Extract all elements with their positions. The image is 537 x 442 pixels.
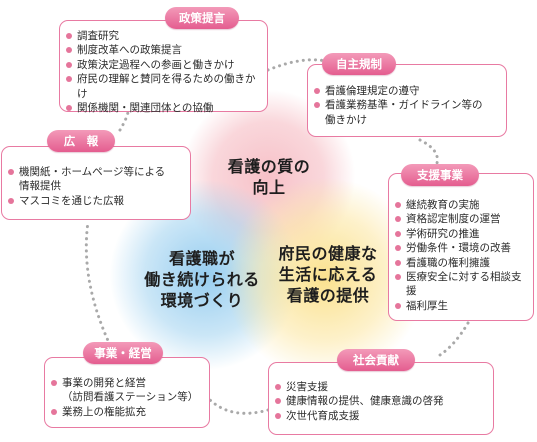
support-box: 継続教育の実施 資格認定制度の運営 学術研究の推進 労働条件・環境の改善 看護職… — [388, 173, 534, 321]
support-item: 継続教育の実施 — [395, 198, 527, 212]
support-item: 資格認定制度の運営 — [395, 212, 527, 226]
business-item: 事業の開発と経営 （訪問看護ステーション等） — [51, 376, 203, 405]
pr-item: マスコミを通じた広報 — [8, 194, 184, 208]
selfreg-box: 看護倫理規定の遵守 看護業務基準・ガイドライン等の 働きかけ — [307, 64, 507, 137]
support-item: 学術研究の推進 — [395, 227, 527, 241]
policy-item: 制度改革への政策提言 — [66, 43, 261, 57]
pr-box: 機関紙・ホームページ等による 情報提供 マスコミを通じた広報 — [1, 146, 191, 220]
social-item: 健康情報の提供、健康意識の啓発 — [275, 394, 487, 408]
center-label-health: 府民の健康な 生活に応える 看護の提供 — [278, 244, 378, 305]
selfreg-item: 看護倫理規定の遵守 — [314, 84, 500, 98]
support-title-badge: 支援事業 — [401, 164, 479, 186]
selfreg-title-badge: 自主規制 — [322, 53, 396, 75]
policy-title-badge: 政策提言 — [165, 7, 239, 29]
support-item: 医療安全に対する相談支援 — [395, 270, 527, 299]
support-item: 看護職の権利擁護 — [395, 256, 527, 270]
support-item: 福利厚生 — [395, 299, 527, 313]
social-title-badge: 社会貢献 — [337, 349, 415, 371]
connector-support-social — [438, 321, 470, 357]
policy-item: 関係機関・関連団体との協働 — [66, 101, 261, 115]
business-box: 事業の開発と経営 （訪問看護ステーション等） 業務上の権能拡充 — [44, 357, 210, 428]
social-item: 次世代育成支援 — [275, 409, 487, 423]
center-label-quality: 看護の質の 向上 — [227, 157, 311, 197]
connector-business-pr — [84, 220, 112, 347]
social-item: 災害支援 — [275, 380, 487, 394]
connector-pr-policy — [118, 110, 130, 132]
policy-item: 政策決定過程への参画と働きかけ — [66, 58, 261, 72]
support-item: 労働条件・環境の改善 — [395, 241, 527, 255]
selfreg-item: 看護業務基準・ガイドライン等の 働きかけ — [314, 98, 500, 127]
business-item: 業務上の権能拡充 — [51, 405, 203, 419]
pr-title-badge: 広 報 — [47, 130, 115, 152]
social-box: 災害支援 健康情報の提供、健康意識の啓発 次世代育成支援 — [268, 362, 494, 435]
policy-item: 調査研究 — [66, 29, 261, 43]
business-title-badge: 事業・経営 — [83, 342, 163, 364]
center-label-work-environment: 看護職が 働き続けられる 環境づくり — [144, 249, 260, 310]
pr-item: 機関紙・ホームページ等による 情報提供 — [8, 165, 184, 194]
connector-policy-selfreg — [266, 58, 332, 72]
connector-selfreg-support — [418, 138, 439, 165]
connector-social-business — [208, 398, 270, 415]
policy-box: 調査研究 制度改革への政策提言 政策決定過程への参画と働きかけ 府民の理解と賛同… — [59, 20, 268, 115]
policy-item: 府民の理解と賛同を得るための働きかけ — [66, 72, 261, 101]
